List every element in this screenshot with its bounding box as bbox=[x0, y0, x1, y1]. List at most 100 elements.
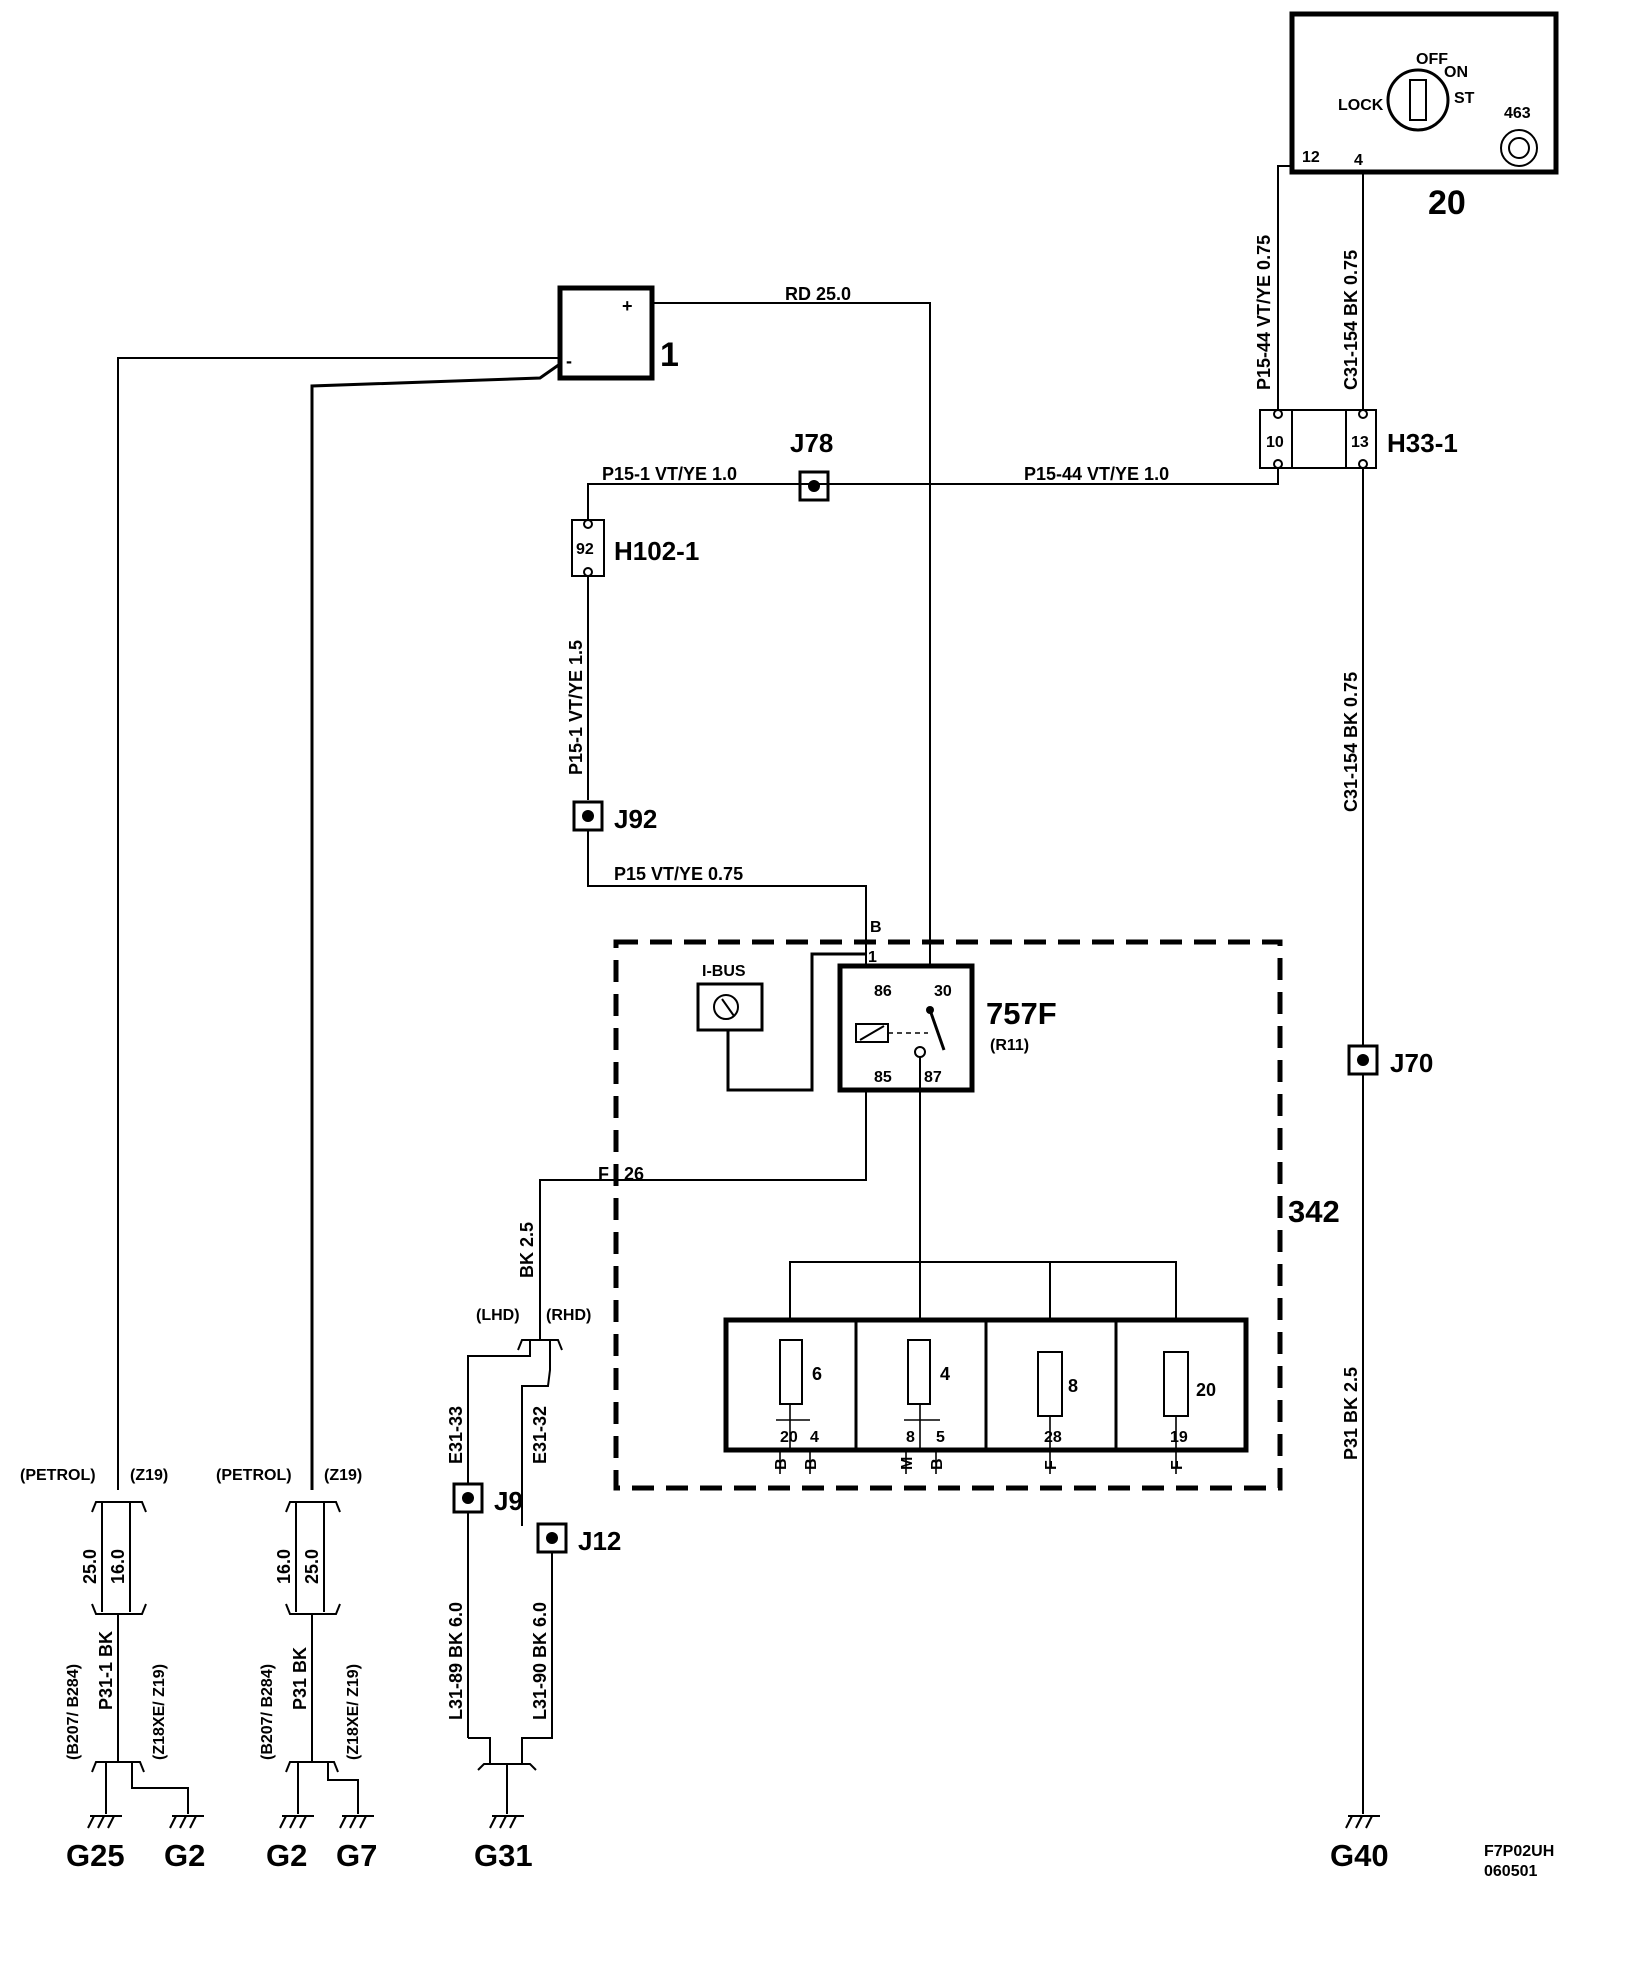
wire-e31-33: E31-33 bbox=[446, 1406, 466, 1464]
switch-ref: 20 bbox=[1428, 184, 1466, 222]
fuse-6-bottom-b2: B bbox=[803, 1458, 820, 1470]
relay-757f: 86 30 85 87 757F (R11) bbox=[837, 963, 1057, 1093]
wire-c31-154-mid: C31-154 BK 0.75 bbox=[1341, 672, 1361, 812]
fuse-8-pin-28: 28 bbox=[1044, 1429, 1062, 1446]
module-pin-f: F bbox=[598, 1164, 609, 1184]
wire-p15-44-vertical: P15-44 VT/YE 0.75 bbox=[1254, 235, 1274, 390]
ground-g31: G31 bbox=[474, 1838, 533, 1873]
connector-h102-1: 92 H102-1 bbox=[571, 519, 699, 577]
relay-ref: 757F bbox=[986, 996, 1057, 1031]
h33-pin-10: 10 bbox=[1266, 434, 1284, 451]
ibus-label: I-BUS bbox=[702, 963, 746, 980]
ground-g2a-symbol-icon bbox=[169, 1815, 204, 1829]
size-16-left: 16.0 bbox=[108, 1549, 128, 1584]
wire-p31-bk: P31 BK 2.5 bbox=[1341, 1367, 1361, 1460]
fuse-8-label: 8 bbox=[1068, 1376, 1078, 1396]
switch-pin-4: 4 bbox=[1354, 152, 1363, 169]
variant-z18-1: (Z18XE/ Z19) bbox=[151, 1664, 168, 1760]
switch-pos-st: ST bbox=[1454, 90, 1475, 107]
fuse-8-bottom-f: F bbox=[1043, 1460, 1060, 1470]
ground-g40: G40 bbox=[1330, 1838, 1389, 1873]
ground-g2b-symbol-icon bbox=[279, 1815, 314, 1829]
relay-pin-85: 85 bbox=[874, 1069, 892, 1086]
ground-g2-a: G2 bbox=[164, 1838, 205, 1873]
variant-petrol-2: (PETROL) bbox=[216, 1467, 292, 1484]
variant-z19-2: (Z19) bbox=[324, 1467, 362, 1484]
module-pin-b: B bbox=[870, 919, 882, 936]
splice-j12: J12 bbox=[536, 1522, 621, 1556]
fuse-6-pin-4: 4 bbox=[810, 1429, 819, 1446]
ground-g40-symbol-icon bbox=[1345, 1815, 1380, 1829]
footer-code: F7P02UH bbox=[1484, 1843, 1554, 1860]
ground-g2-b: G2 bbox=[266, 1838, 307, 1873]
variant-b207-1: (B207/ B284) bbox=[65, 1664, 82, 1760]
ground-g7: G7 bbox=[336, 1838, 377, 1873]
switch-pos-off: OFF bbox=[1416, 51, 1448, 68]
module-342-ref: 342 bbox=[1288, 1194, 1340, 1229]
h33-pin-13: 13 bbox=[1351, 434, 1369, 451]
connector-h33-1: 10 13 H33-1 bbox=[1259, 409, 1458, 469]
splice-j9-label: J9 bbox=[494, 1486, 523, 1516]
variant-z18-2: (Z18XE/ Z19) bbox=[345, 1664, 362, 1760]
variant-rhd: (RHD) bbox=[546, 1307, 591, 1324]
switch-pin-12: 12 bbox=[1302, 149, 1320, 166]
ground-g25-symbol-icon bbox=[87, 1815, 122, 1829]
part-number-label: 463 bbox=[1504, 105, 1531, 122]
splice-j92-label: J92 bbox=[614, 804, 657, 834]
fuse-4-label: 4 bbox=[940, 1364, 950, 1384]
fuse-6-label: 6 bbox=[812, 1364, 822, 1384]
footer-date: 060501 bbox=[1484, 1863, 1537, 1880]
key-cylinder-icon bbox=[1386, 68, 1450, 132]
relay-pin-30: 30 bbox=[934, 983, 952, 1000]
ground-g7-symbol-icon bbox=[339, 1815, 374, 1829]
battery-ref: 1 bbox=[660, 336, 679, 374]
ibus-block: I-BUS bbox=[696, 963, 764, 1032]
battery: + - 1 bbox=[557, 285, 679, 381]
fuse-4-bottom-b: B bbox=[929, 1458, 946, 1470]
fuse-20-bottom-f: F bbox=[1169, 1460, 1186, 1470]
size-25-left: 25.0 bbox=[80, 1549, 100, 1584]
ground-g25: G25 bbox=[66, 1838, 125, 1873]
module-pin-1: 1 bbox=[868, 949, 877, 966]
size-25-right: 25.0 bbox=[302, 1549, 322, 1584]
splice-j12-label: J12 bbox=[578, 1526, 621, 1556]
fuse-block: 6 20 4 4 8 5 8 28 20 19 bbox=[723, 1317, 1249, 1453]
wire-p15-1-top: P15-1 VT/YE 1.0 bbox=[602, 464, 737, 484]
splice-j70: J70 bbox=[1347, 1044, 1433, 1078]
fuse-4-pin-5: 5 bbox=[936, 1429, 945, 1446]
fuse-4-bottom-m: M bbox=[899, 1457, 916, 1470]
battery-plus-label: + bbox=[622, 296, 633, 316]
fuse-20-pin-19: 19 bbox=[1170, 1429, 1188, 1446]
wire-p15-44-horizontal: P15-44 VT/YE 1.0 bbox=[1024, 464, 1169, 484]
wire-p15-1-vertical: P15-1 VT/YE 1.5 bbox=[566, 640, 586, 775]
fuse-6-pin-20: 20 bbox=[780, 1429, 798, 1446]
fuse-20-label: 20 bbox=[1196, 1380, 1216, 1400]
fuse-4-pin-8: 8 bbox=[906, 1429, 915, 1446]
wire-e31-32: E31-32 bbox=[530, 1406, 550, 1464]
variant-b207-2: (B207/ B284) bbox=[259, 1664, 276, 1760]
splice-j9: J9 bbox=[452, 1482, 523, 1516]
wire-p31-1-bk: P31-1 BK bbox=[96, 1631, 116, 1710]
ignition-switch: OFF ON LOCK ST 463 12 4 20 bbox=[1289, 11, 1559, 222]
h102-ref: H102-1 bbox=[614, 536, 699, 566]
wire-l31-90: L31-90 BK 6.0 bbox=[530, 1602, 550, 1720]
wire-p31-bk-2: P31 BK bbox=[290, 1647, 310, 1710]
splice-j78-label: J78 bbox=[790, 428, 833, 458]
switch-pos-lock: LOCK bbox=[1338, 97, 1384, 114]
wire-l31-89: L31-89 BK 6.0 bbox=[446, 1602, 466, 1720]
variant-lhd: (LHD) bbox=[476, 1307, 520, 1324]
battery-minus-label: - bbox=[566, 351, 572, 371]
variant-petrol-1: (PETROL) bbox=[20, 1467, 96, 1484]
h102-pin-92: 92 bbox=[576, 541, 594, 558]
relay-pin-86: 86 bbox=[874, 983, 892, 1000]
relay-sub: (R11) bbox=[990, 1037, 1029, 1054]
size-16-right: 16.0 bbox=[274, 1549, 294, 1584]
relay-pin-87: 87 bbox=[924, 1069, 942, 1086]
wire-c31-154-top: C31-154 BK 0.75 bbox=[1341, 250, 1361, 390]
splice-j78: J78 bbox=[790, 428, 833, 502]
variant-z19-1: (Z19) bbox=[130, 1467, 168, 1484]
wire-bk-2-5: BK 2.5 bbox=[517, 1222, 537, 1278]
switch-pos-on: ON bbox=[1444, 64, 1468, 81]
transistor-icon bbox=[713, 994, 739, 1020]
